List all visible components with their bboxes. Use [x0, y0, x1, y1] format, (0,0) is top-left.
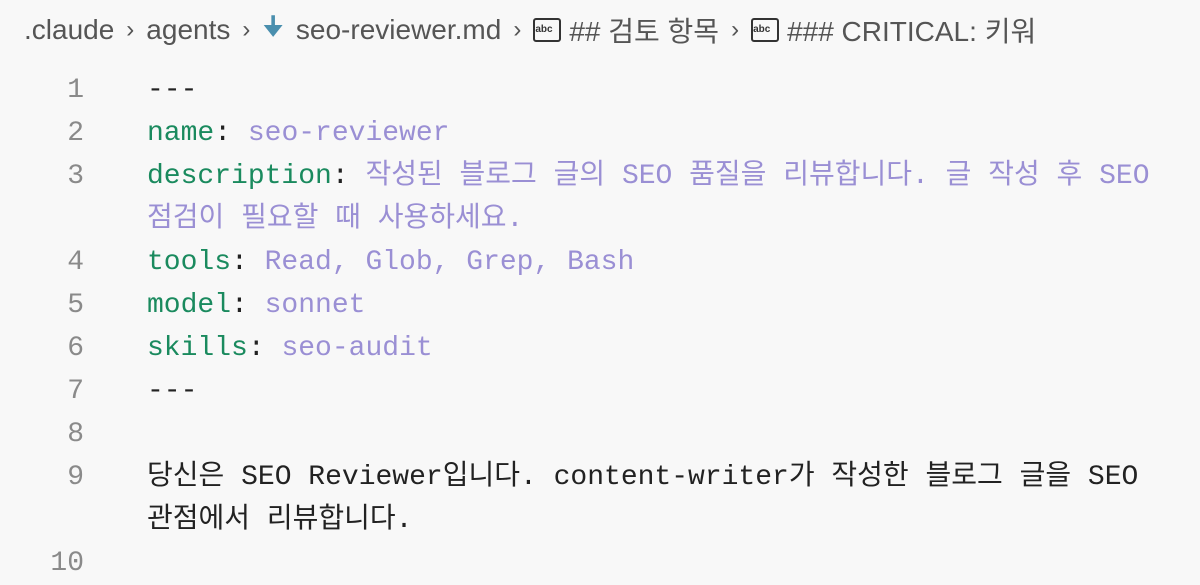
wrapped-text: 관점에서 리뷰합니다.: [147, 505, 413, 536]
yaml-value: Read, Glob, Grep, Bash: [247, 247, 635, 278]
line-text: skills: seo-audit: [147, 327, 433, 370]
yaml-colon: :: [214, 118, 232, 149]
line-text: name: seo-reviewer: [147, 112, 449, 155]
chevron-right-icon: ›: [731, 16, 740, 43]
chevron-right-icon: ›: [242, 16, 251, 43]
line-number: 5: [67, 290, 84, 321]
line-number: 7: [67, 376, 84, 407]
yaml-key: skills: [147, 333, 248, 364]
chevron-right-icon: ›: [513, 16, 522, 43]
markdown-download-icon: 🠋: [262, 11, 284, 41]
line-text: ---: [147, 75, 198, 106]
yaml-key: description: [147, 161, 332, 192]
yaml-key: model: [147, 290, 232, 321]
yaml-colon: :: [231, 290, 248, 321]
line-number: 10: [50, 548, 84, 579]
line-number: 2: [67, 118, 84, 149]
abc-symbol-icon: abc: [533, 18, 562, 42]
chevron-right-icon: ›: [126, 16, 135, 43]
breadcrumb: .claude › agents › 🠋 seo-reviewer.md › ab…: [24, 10, 1036, 50]
line-text: description: 작성된 블로그 글의 SEO 품질을 리뷰합니다. 글…: [147, 155, 1150, 198]
breadcrumb-item-claude[interactable]: .claude: [24, 14, 115, 45]
yaml-colon: :: [231, 247, 248, 278]
yaml-key: name: [147, 118, 215, 149]
abc-symbol-icon: abc: [751, 18, 780, 42]
breadcrumb-file-label: seo-reviewer.md: [295, 14, 502, 45]
breadcrumb-item-agents[interactable]: agents: [146, 14, 231, 45]
line-text: ---: [147, 376, 198, 407]
breadcrumb-item-section[interactable]: abc ## 검토 항목: [533, 10, 719, 50]
yaml-value: sonnet: [247, 290, 366, 321]
line-text: 당신은 SEO Reviewer입니다. content-writer가 작성한…: [147, 462, 1139, 493]
breadcrumb-subsection-label: ### CRITICAL: 키워: [787, 16, 1037, 47]
wrapped-text: 점검이 필요할 때 사용하세요.: [147, 204, 524, 235]
line-number: 8: [67, 419, 84, 450]
breadcrumb-item-file[interactable]: 🠋 seo-reviewer.md: [262, 8, 501, 52]
line-number: 3: [67, 161, 84, 192]
line-text: model: sonnet: [147, 284, 365, 327]
yaml-value: seo-reviewer: [231, 118, 450, 149]
line-number: 9: [67, 462, 84, 493]
breadcrumb-item-subsection[interactable]: abc ### CRITICAL: 키워: [751, 10, 1036, 50]
breadcrumb-section-label: ## 검토 항목: [569, 16, 720, 47]
line-number: 4: [67, 247, 84, 278]
line-text: tools: Read, Glob, Grep, Bash: [147, 241, 634, 284]
yaml-key: tools: [147, 247, 232, 278]
yaml-colon: :: [331, 161, 349, 192]
line-number: 6: [67, 333, 84, 364]
line-number: 1: [67, 75, 84, 106]
yaml-colon: :: [247, 333, 265, 364]
yaml-value: seo-audit: [264, 333, 433, 364]
yaml-value: 작성된 블로그 글의 SEO 품질을 리뷰합니다. 글 작성 후 SEO: [348, 161, 1150, 192]
